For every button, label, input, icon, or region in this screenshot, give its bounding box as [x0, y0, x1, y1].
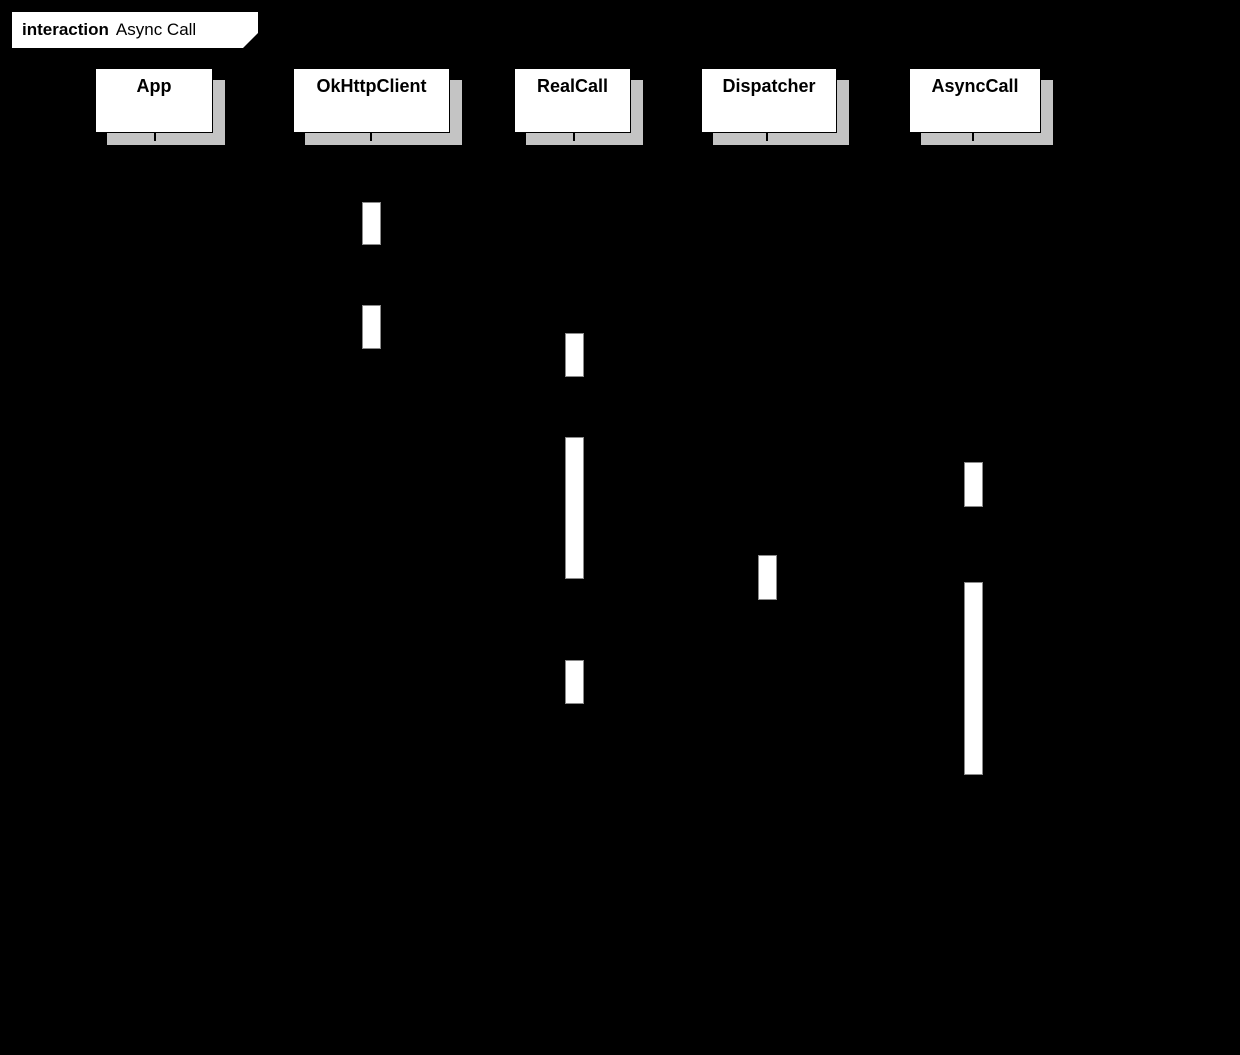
frame-label-keyword: interaction	[22, 20, 109, 39]
diagram-frame-label: interaction Async Call	[12, 12, 258, 48]
lifeline-app	[154, 133, 156, 1040]
participant-box-asynccall: AsyncCall	[909, 68, 1041, 133]
activation-bar-okhttpclient-1	[362, 305, 381, 349]
participant-label-realcall: RealCall	[536, 76, 609, 96]
participant-box-okhttpclient: OkHttpClient	[293, 68, 450, 133]
participant-box-app: App	[95, 68, 213, 133]
participant-label-asynccall: AsyncCall	[931, 76, 1019, 96]
participant-label-dispatcher: Dispatcher	[722, 76, 816, 96]
lifeline-realcall	[573, 133, 575, 1040]
activation-bar-realcall-2	[565, 333, 584, 377]
participant-box-dispatcher: Dispatcher	[701, 68, 837, 133]
activation-bar-realcall-3	[565, 437, 584, 579]
participant-label-app: App	[136, 76, 172, 96]
activation-bar-okhttpclient-0	[362, 202, 381, 245]
lifeline-okhttpclient	[370, 133, 372, 1040]
frame-label-name: Async Call	[115, 20, 197, 39]
activation-bar-asynccall-6	[964, 582, 983, 775]
activation-bar-dispatcher-5	[758, 555, 777, 600]
participant-box-realcall: RealCall	[514, 68, 631, 133]
activation-bar-realcall-7	[565, 660, 584, 704]
activation-bar-asynccall-4	[964, 462, 983, 507]
participant-label-okhttpclient: OkHttpClient	[316, 76, 427, 96]
